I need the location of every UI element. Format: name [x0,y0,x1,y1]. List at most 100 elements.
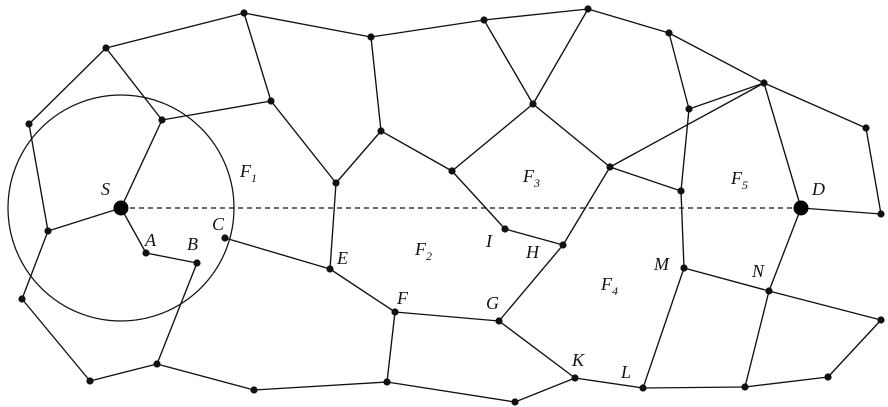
vertex-a2 [102,44,110,52]
label-f: F [396,288,409,308]
graph-edge-18 [514,377,576,403]
face-label-f5: F5 [730,168,748,192]
vertex-c [221,234,229,242]
graph-edge-3 [370,19,485,38]
face-label-f4: F4 [600,274,618,298]
graph-edge-28 [145,252,198,264]
graph-edge-21 [744,376,829,388]
vertex-a13 [862,124,870,132]
graph-edge-11 [28,123,49,232]
vertex-n [765,287,773,295]
vertex-a1 [240,9,248,17]
graph-edge-48 [763,82,802,209]
vertex-a28 [383,378,391,386]
vertex-m [680,264,688,272]
graph-edge-49 [800,207,882,215]
vertex-a3 [367,33,375,41]
graph-edge-14 [89,363,158,382]
label-l: L [620,362,631,382]
vertex-a [142,249,150,257]
vertex-a20 [44,227,52,235]
vertex-k [571,374,579,382]
vertex-a24 [741,383,749,391]
graph-edge-46 [668,32,690,110]
graph-edge-4 [483,8,589,21]
vertex-a7 [25,120,33,128]
graph-edge-32 [335,130,382,184]
vertex-a18 [677,187,685,195]
vertex-a15 [448,167,456,175]
graph-edge-12 [21,230,49,300]
graph-edge-51 [224,237,331,270]
vertex-a14 [377,127,385,135]
graph-edge-27 [120,207,147,254]
face-label-f2: F2 [414,239,432,263]
label-k: K [571,350,585,370]
graph-edge-5 [587,8,670,34]
graph-edge-26 [47,207,122,232]
graph-edge-43 [609,166,682,192]
label-b: B [187,234,198,254]
vertex-e [326,265,334,273]
label-h: H [525,242,540,262]
graph-edge-50 [768,207,802,292]
graph-edge-41 [532,8,589,105]
graph-edge-15 [156,363,255,391]
vertex-h [559,241,567,249]
graph-edge-47 [688,82,765,110]
graph-edge-16 [253,381,388,391]
graph-edge-35 [451,103,534,172]
label-d: D [811,179,825,199]
graph-edge-38 [504,228,564,246]
graph-edge-19 [574,377,644,389]
vertex-a23 [153,360,161,368]
vertex-a25 [824,373,832,381]
graph-edge-57 [642,267,685,389]
vertex-a17 [606,163,614,171]
label-m: M [653,254,670,274]
graph-edge-58 [683,267,770,292]
vertex-a29 [511,398,519,406]
label-g: G [486,293,499,313]
graph-edge-17 [386,381,516,403]
graph-edge-39 [562,166,611,246]
graph-edge-8 [865,127,882,215]
vertex-a12 [760,79,768,87]
vertex-a19 [877,210,885,218]
face-labels: F1 F2 F3 F4 F5 [239,161,748,298]
vertex-a8 [158,116,166,124]
graph-edge-56 [498,320,576,379]
graph-edge-31 [329,182,337,270]
label-a: A [144,230,157,250]
graph-edge-36 [483,19,534,105]
vertex-a22 [18,295,26,303]
face-label-f1: F1 [239,161,257,185]
vertex-i [501,225,509,233]
vertex-l [639,384,647,392]
graph-edge-25 [120,119,163,209]
graph-edge-24 [161,100,272,121]
graph-edge-52 [329,268,396,313]
graph-edge-9 [28,47,107,125]
vertex-a4 [480,16,488,24]
graph-edge-60 [744,290,770,388]
graph-edge-29 [156,262,198,365]
vertex-a21 [877,316,885,324]
graph-edge-55 [386,311,396,383]
vertex-a9 [267,97,275,105]
graph-edge-20 [642,386,746,389]
graph-vertices [18,5,885,406]
graph-edge-6 [668,32,765,84]
vertex-g [495,317,503,325]
graph-edge-23 [243,12,272,102]
graph-edge-45 [680,108,690,192]
vertex-a26 [86,377,94,385]
graph-edge-22 [827,319,882,378]
vertex-a27 [250,386,258,394]
label-e: E [336,248,348,268]
label-i: I [485,231,493,251]
graph-edge-13 [21,298,91,382]
graph-edge-1 [105,12,245,49]
vertex-s [113,200,129,216]
